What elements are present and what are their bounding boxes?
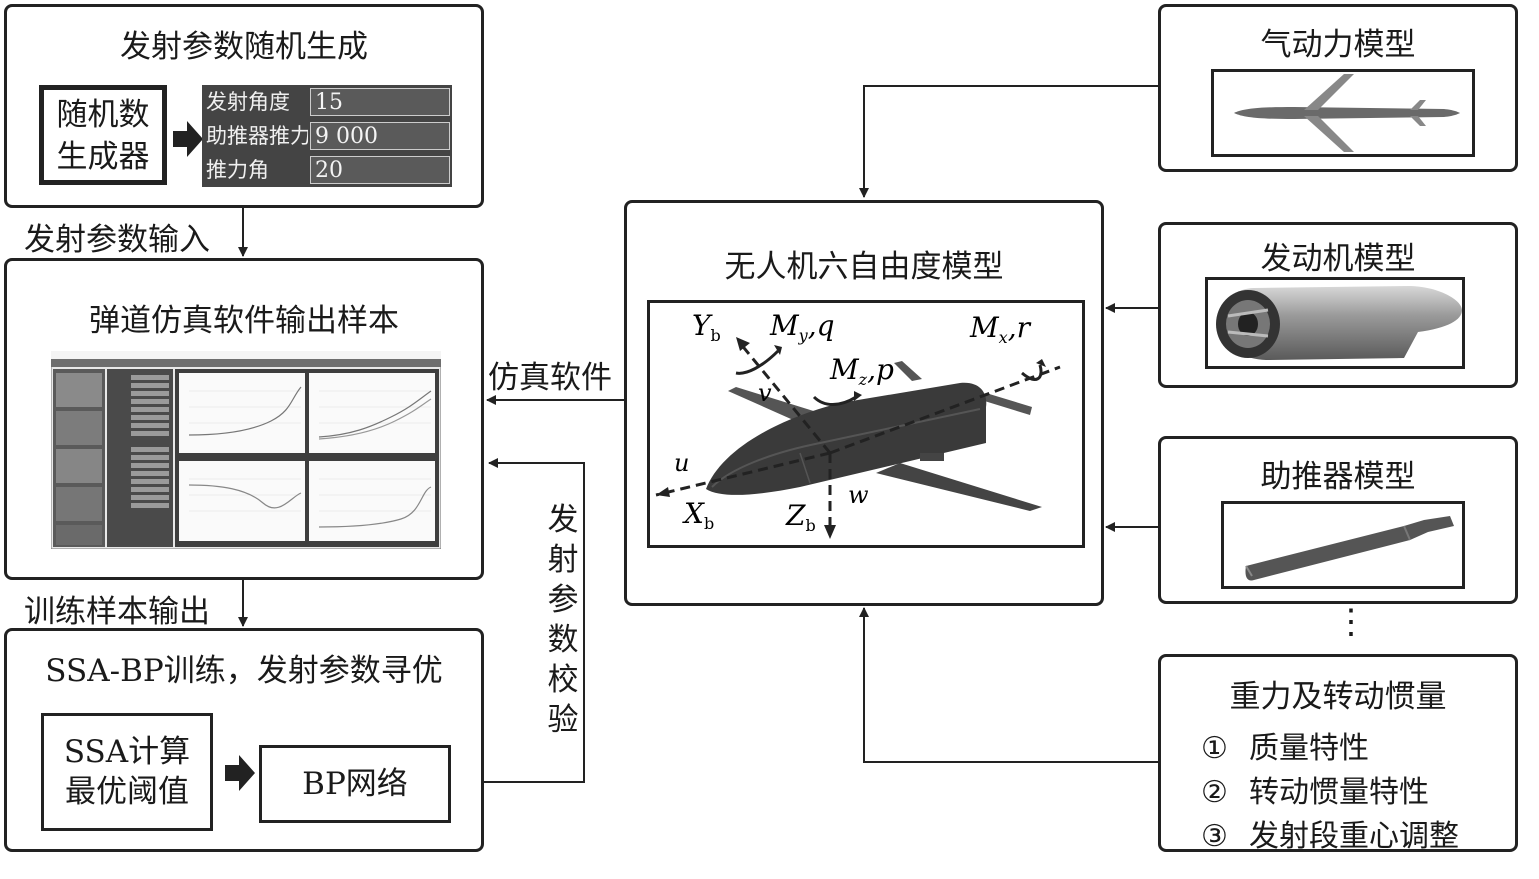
ssa-label-1: SSA计算 bbox=[63, 734, 191, 770]
random-param-box: 发射参数随机生成 随机数 生成器 发射角度 15 助推器推力 9 000 推力角… bbox=[4, 4, 484, 208]
random-param-title: 发射参数随机生成 bbox=[120, 29, 368, 65]
label-sample-output: 训练样本输出 bbox=[24, 594, 210, 630]
sim-software-title: 弹道仿真软件输出样本 bbox=[89, 303, 399, 339]
verify-char: 校 bbox=[547, 662, 579, 698]
uav-figure: Yb My,q Mz,p Mx,r v u w Xb Zb bbox=[647, 300, 1085, 548]
gravity-item: ① 质量特性 bbox=[1201, 723, 1369, 767]
aero-figure bbox=[1211, 69, 1475, 157]
velocity-v-label: v bbox=[758, 379, 772, 407]
velocity-w-label: w bbox=[848, 481, 869, 509]
aero-missile-icon bbox=[1234, 74, 1460, 152]
arrow-verify bbox=[450, 458, 585, 783]
moment-mz-label: Mz,p bbox=[829, 353, 894, 389]
verify-char: 验 bbox=[547, 702, 579, 738]
software-screenshot bbox=[51, 351, 441, 549]
moment-mx-label: Mx,r bbox=[969, 311, 1032, 347]
booster-model-box: 助推器模型 bbox=[1158, 436, 1518, 604]
param-row: 推力角 20 bbox=[204, 155, 450, 185]
bp-label: BP网络 bbox=[302, 766, 408, 802]
gravity-item: ③ 发射段重心调整 bbox=[1201, 811, 1459, 855]
uav-drawing: Yb My,q Mz,p Mx,r v u w Xb Zb bbox=[655, 309, 1061, 539]
ssa-label-2: 最优阈值 bbox=[65, 774, 189, 810]
arrow-aero bbox=[859, 85, 1158, 198]
random-generator: 随机数 生成器 bbox=[39, 85, 167, 185]
verify-char: 射 bbox=[547, 542, 579, 578]
engine-title: 发动机模型 bbox=[1260, 241, 1416, 277]
param-value-field[interactable]: 20 bbox=[310, 156, 450, 184]
param-row: 发射角度 15 bbox=[204, 87, 450, 117]
booster-icon bbox=[1245, 516, 1454, 581]
uav-6dof-box: 无人机六自由度模型 bbox=[624, 200, 1104, 606]
item-number: ② bbox=[1201, 775, 1228, 810]
param-name: 助推器推力 bbox=[204, 121, 308, 151]
axis-zb-label: Zb bbox=[785, 499, 816, 535]
train-title: SSA-BP训练，发射参数寻优 bbox=[45, 653, 443, 689]
param-value-field[interactable]: 15 bbox=[310, 88, 450, 116]
axis-yb-label: Yb bbox=[692, 309, 721, 345]
param-name: 推力角 bbox=[204, 155, 308, 185]
generator-label-1: 随机数 bbox=[56, 97, 150, 133]
label-param-input: 发射参数输入 bbox=[24, 222, 210, 258]
arrow-gravity bbox=[859, 607, 1158, 763]
engine-icon bbox=[1216, 286, 1462, 360]
sim-software-box: 弹道仿真软件输出样本 bbox=[4, 258, 484, 580]
param-name: 发射角度 bbox=[204, 87, 308, 117]
item-text: 质量特性 bbox=[1249, 731, 1369, 766]
velocity-u-label: u bbox=[674, 449, 689, 477]
item-text: 发射段重心调整 bbox=[1249, 819, 1459, 854]
gravity-title: 重力及转动惯量 bbox=[1229, 679, 1447, 715]
verify-char: 发 bbox=[547, 502, 579, 538]
aero-model-box: 气动力模型 bbox=[1158, 4, 1518, 172]
label-verify: 发 射 参 数 校 验 bbox=[546, 500, 580, 740]
verify-char: 参 bbox=[547, 582, 579, 618]
gravity-item: ② 转动惯量特性 bbox=[1201, 767, 1429, 811]
verify-char: 数 bbox=[547, 622, 579, 658]
param-value-field[interactable]: 9 000 bbox=[310, 122, 450, 150]
engine-model-box: 发动机模型 bbox=[1158, 222, 1518, 388]
ssa-compute-box: SSA计算 最优阈值 bbox=[41, 713, 213, 831]
uav-title: 无人机六自由度模型 bbox=[724, 249, 1004, 285]
bp-network-box: BP网络 bbox=[259, 745, 451, 823]
aero-title: 气动力模型 bbox=[1260, 27, 1416, 63]
label-sim-software: 仿真软件 bbox=[488, 360, 612, 396]
axis-xb-label: Xb bbox=[682, 497, 714, 533]
ellipsis-icon: ⋮ bbox=[1334, 602, 1368, 642]
fat-arrow-icon bbox=[225, 755, 255, 791]
item-number: ③ bbox=[1201, 819, 1228, 854]
fat-arrow-icon bbox=[173, 121, 203, 157]
item-number: ① bbox=[1201, 731, 1228, 766]
train-box: SSA-BP训练，发射参数寻优 SSA计算 最优阈值 BP网络 bbox=[4, 628, 484, 852]
gravity-inertia-box: 重力及转动惯量 ① 质量特性 ② 转动惯量特性 ③ 发射段重心调整 bbox=[1158, 654, 1518, 855]
booster-title: 助推器模型 bbox=[1260, 459, 1416, 495]
generator-label-2: 生成器 bbox=[56, 139, 150, 175]
param-row: 助推器推力 9 000 bbox=[204, 121, 450, 151]
item-text: 转动惯量特性 bbox=[1249, 775, 1429, 810]
moment-my-label: My,q bbox=[769, 309, 835, 345]
engine-figure bbox=[1205, 277, 1465, 369]
booster-figure bbox=[1221, 501, 1465, 589]
